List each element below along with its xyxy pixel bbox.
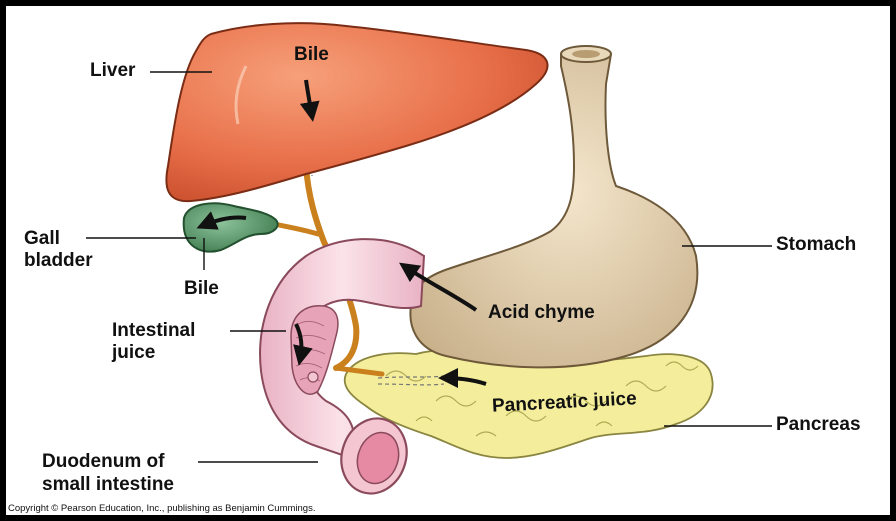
duodenum-label-line2: small intestine [42, 474, 174, 495]
digestive-organs-illustration [6, 6, 890, 515]
gall-bladder [184, 203, 278, 251]
intestinal-juice-label-line1: Intestinal [112, 320, 195, 341]
stomach-label: Stomach [776, 234, 856, 255]
copyright-notice: Copyright © Pearson Education, Inc., pub… [8, 503, 315, 514]
gall-bladder-label-line1: Gall [24, 228, 60, 249]
gall-bladder-label-line2: bladder [24, 250, 93, 271]
duodenum-label-line1: Duodenum of [42, 451, 164, 472]
liver [166, 23, 547, 201]
pancreas-label: Pancreas [776, 414, 861, 435]
bile-bottom-label: Bile [184, 278, 219, 299]
liver-label: Liver [90, 60, 135, 81]
bile-top-label: Bile [294, 44, 329, 65]
acid-chyme-label: Acid chyme [488, 302, 595, 323]
intestinal-juice-label-line2: juice [112, 342, 155, 363]
diagram-panel: Liver Bile Gall bladder Bile Intestinal … [6, 6, 890, 515]
